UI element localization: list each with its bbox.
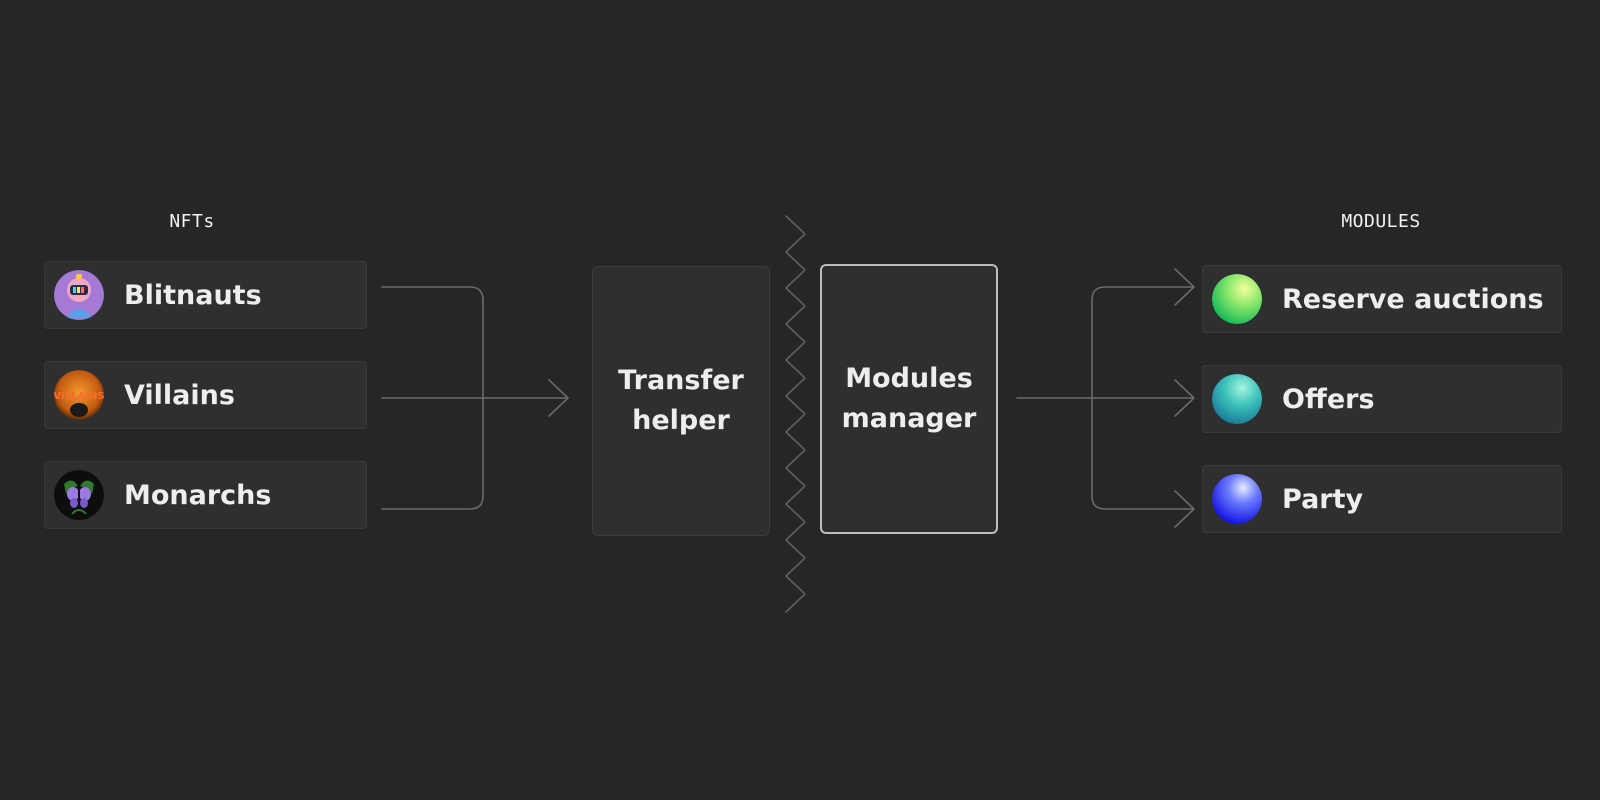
modules-manager-label: Modules manager: [841, 363, 977, 434]
module-item-offers[interactable]: Offers: [1202, 365, 1562, 433]
nfts-column-label: NFTs: [169, 211, 215, 232]
zigzag-divider: [785, 215, 806, 613]
nft-item-label: Blitnauts: [124, 279, 262, 311]
nft-item-label: Villains: [124, 379, 235, 411]
module-item-reserve-auctions[interactable]: Reserve auctions: [1202, 265, 1562, 333]
blue-sphere-icon: [1212, 474, 1262, 524]
green-sphere-icon: [1212, 274, 1262, 324]
modules-column-label: MODULES: [1341, 211, 1421, 232]
nft-item-blitnauts[interactable]: Blitnauts: [44, 261, 367, 329]
monarch-butterfly-avatar-icon: [54, 470, 104, 520]
nft-item-monarchs[interactable]: Monarchs: [44, 461, 367, 529]
module-arrowhead-top: [1174, 268, 1195, 306]
modules-manager-box[interactable]: Modules manager: [820, 264, 998, 534]
teal-sphere-icon: [1212, 374, 1262, 424]
nft-arrowhead: [548, 379, 569, 417]
transfer-helper-label: Transfer helper: [618, 365, 744, 436]
module-item-party[interactable]: Party: [1202, 465, 1562, 533]
villains-avatar-icon: VILLAINS: [54, 370, 104, 420]
module-item-label: Party: [1282, 483, 1364, 515]
module-item-label: Reserve auctions: [1282, 283, 1544, 315]
transfer-helper-box[interactable]: Transfer helper: [592, 266, 770, 536]
module-item-label: Offers: [1282, 383, 1375, 415]
nft-item-villains[interactable]: VILLAINS Villains: [44, 361, 367, 429]
module-arrowhead-middle: [1174, 379, 1195, 417]
module-arrowhead-bottom: [1174, 490, 1195, 528]
blitnaut-avatar-icon: [54, 270, 104, 320]
svg-text:VILLAINS: VILLAINS: [54, 391, 104, 402]
module-connector-top: [1091, 286, 1194, 510]
nft-item-label: Monarchs: [124, 479, 272, 511]
